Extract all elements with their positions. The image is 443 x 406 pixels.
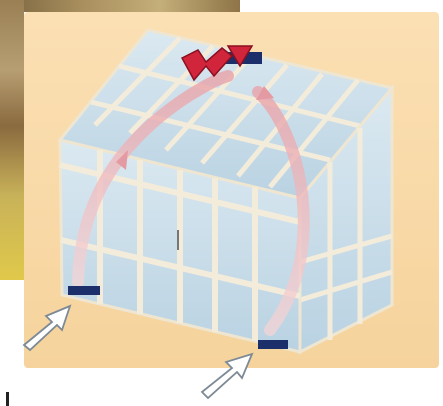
intake-vent-left — [68, 286, 100, 295]
intake-arrow-bottom-icon — [202, 354, 252, 398]
intake-arrow-left-icon — [24, 306, 70, 350]
intake-vent-right — [258, 340, 288, 349]
margin-mark — [6, 392, 9, 406]
